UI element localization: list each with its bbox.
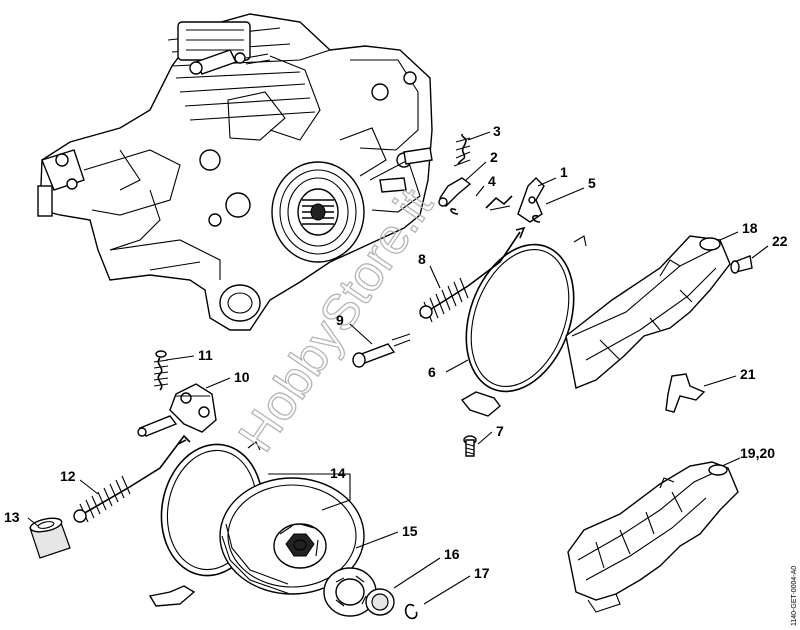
clip-part-4	[450, 208, 459, 215]
callout-label-16: 16	[444, 546, 460, 562]
callout-label-4: 4	[488, 173, 496, 189]
callout-5: 5	[545, 175, 596, 205]
sprocket-cover-assembly	[565, 235, 753, 413]
callout-label-1: 1	[560, 164, 568, 180]
callout-label-22: 22	[772, 233, 788, 249]
lower-spring-assembly	[29, 434, 191, 559]
screw-part-7	[463, 435, 477, 457]
clip-part-17	[404, 603, 418, 620]
callout-label-7: 7	[496, 423, 504, 439]
callout-label-12: 12	[60, 468, 76, 484]
callout-11: 11	[165, 347, 213, 363]
callout-label-8: 8	[418, 251, 426, 267]
callout-18: 18	[719, 220, 758, 241]
brake-lever-parts	[438, 133, 545, 223]
callout-6: 6	[428, 359, 469, 380]
screw-part-22	[730, 255, 753, 274]
callout-3: 3	[467, 123, 501, 141]
callout-17: 17	[423, 565, 490, 605]
spring-part-3	[453, 133, 471, 167]
brake-band-assembly	[352, 226, 587, 457]
callout-14: 14	[268, 465, 351, 511]
callout-label-21: 21	[740, 366, 756, 382]
spring-part-8	[419, 226, 526, 323]
callout-label-5: 5	[588, 175, 596, 191]
callout-label-14: 14	[330, 465, 346, 481]
lever-part-2	[439, 177, 472, 208]
brake-band-part-6	[460, 235, 587, 417]
callout-label-17: 17	[474, 565, 490, 581]
lever-part-21	[665, 373, 706, 413]
engine-housing	[37, 13, 433, 331]
brake-plate-assembly	[137, 350, 217, 437]
drum-part-15	[219, 477, 365, 595]
callout-15: 15	[355, 523, 418, 549]
callout-label-15: 15	[402, 523, 418, 539]
clutch-drum-assembly	[148, 441, 418, 620]
callout-label-11: 11	[198, 347, 213, 363]
callout-7: 7	[477, 423, 504, 445]
sleeve-part-13	[29, 517, 71, 559]
callout-label-19-20: 19,20	[740, 445, 775, 461]
callout-21: 21	[703, 366, 756, 387]
side-cover-part-19-20	[567, 461, 739, 613]
callout-2: 2	[465, 149, 498, 181]
clip-part-5	[532, 214, 541, 223]
callout-16: 16	[393, 546, 460, 589]
callout-13: 13	[4, 509, 39, 527]
callout-4: 4	[475, 173, 496, 197]
callout-1: 1	[537, 164, 568, 187]
callout-label-3: 3	[493, 123, 501, 139]
callout-label-10: 10	[234, 369, 250, 385]
spring-part-12	[73, 434, 191, 523]
callout-12: 12	[60, 468, 99, 495]
callout-19-20: 19,20	[721, 445, 775, 467]
callout-label-13: 13	[4, 509, 20, 525]
plate-part-10	[137, 383, 217, 437]
sleeve-part-9	[352, 333, 411, 368]
callouts: 1 2 3 4 5 6 7 8	[4, 123, 788, 605]
callout-label-9: 9	[336, 312, 344, 328]
callout-9: 9	[336, 312, 373, 345]
callout-8: 8	[418, 251, 441, 289]
callout-22: 22	[751, 233, 788, 259]
sprocket-part-16	[323, 567, 377, 617]
cover-part-18	[565, 235, 731, 389]
callout-10: 10	[205, 369, 250, 389]
callout-label-6: 6	[428, 364, 436, 380]
drawing-code: 1140-GET-0004-A0	[791, 566, 798, 626]
callout-label-18: 18	[742, 220, 758, 236]
washer-part-16	[365, 588, 395, 616]
spring-part-11	[153, 350, 169, 391]
callout-label-2: 2	[490, 149, 498, 165]
